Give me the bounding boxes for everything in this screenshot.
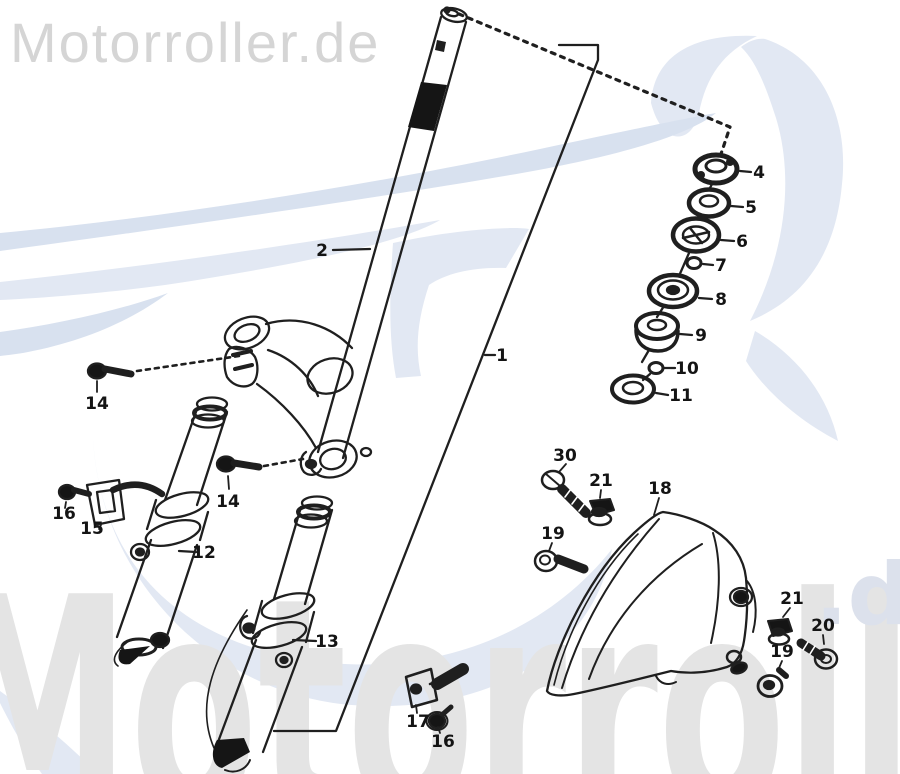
part-label-14-upper: 14 [85, 394, 109, 414]
part-label-15: 15 [80, 519, 104, 539]
part-label-10: 10 [675, 359, 699, 379]
fork-tube [316, 6, 468, 460]
part-label-4: 4 [753, 163, 765, 183]
dashed-leader-top [457, 12, 732, 156]
triple-clamp [223, 315, 373, 479]
watermark-top-left: Motorroller.de [10, 11, 380, 74]
part-label-6: 6 [736, 232, 748, 252]
part-label-21-left: 21 [589, 471, 613, 491]
fork-leg-right [205, 495, 334, 773]
bottom-clamp-piece [404, 663, 469, 734]
part-label-18: 18 [648, 479, 672, 499]
part-label-19-right: 19 [770, 642, 794, 662]
part-label-17: 17 [406, 712, 430, 732]
front-fender [545, 497, 757, 697]
tube-black-band [408, 82, 447, 131]
part-label-30: 30 [553, 446, 577, 466]
part-label-12: 12 [192, 543, 216, 563]
leader-line-part1 [272, 43, 600, 733]
part-label-21-right: 21 [780, 589, 804, 609]
fender-fasteners [533, 463, 839, 698]
part-label-20: 20 [811, 616, 835, 636]
part-label-1: 1 [496, 346, 508, 366]
part-label-8: 8 [715, 290, 727, 310]
part-label-11: 11 [669, 386, 693, 406]
part-label-9: 9 [695, 326, 707, 346]
watermark-swoosh-graphic [0, 35, 844, 774]
part-label-13: 13 [315, 632, 339, 652]
part-label-19-left: 19 [541, 524, 565, 544]
part-label-16-bottom: 16 [431, 732, 455, 752]
pinch-bolt-upper [86, 354, 241, 393]
fork-leg-left [113, 396, 229, 667]
cable-bracket [57, 478, 166, 530]
part-label-7: 7 [715, 256, 727, 276]
part-label-14-lower: 14 [216, 492, 240, 512]
part-label-5: 5 [745, 198, 757, 218]
pinch-bolt-lower [215, 455, 305, 490]
bearing-stack [610, 152, 753, 405]
watermark-big-suffix: .de [815, 545, 900, 645]
part-label-16-left: 16 [52, 504, 76, 524]
part-label-2: 2 [316, 241, 328, 261]
